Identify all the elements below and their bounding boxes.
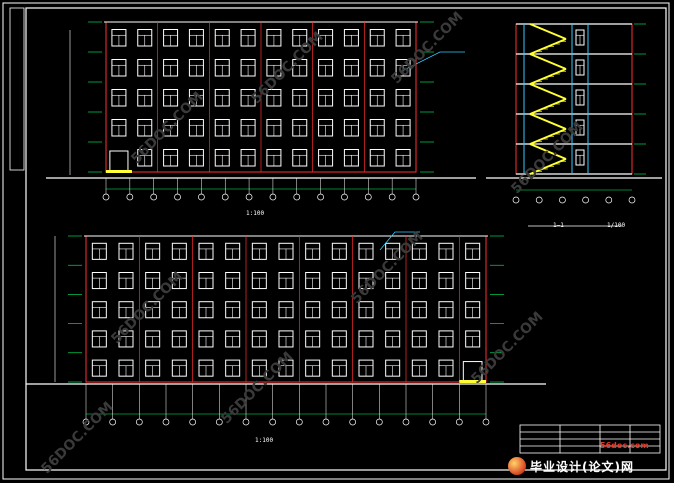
stair-flight — [529, 53, 567, 70]
window — [198, 242, 214, 260]
axis-bubble — [245, 193, 253, 201]
axis-bubble — [402, 418, 410, 426]
axis-bubble — [628, 196, 636, 204]
axis-bubble — [293, 193, 301, 201]
axis-bubble — [322, 418, 330, 426]
axis-bubble — [412, 193, 420, 201]
axis-bubble — [605, 196, 613, 204]
axis-bubble — [242, 418, 250, 426]
axis-bubble — [215, 418, 223, 426]
section-outline — [515, 23, 633, 175]
leader-line — [399, 51, 465, 73]
entrance-step — [105, 170, 132, 173]
front-elevation-scale: 1:100 — [246, 210, 265, 217]
entrance-door — [109, 150, 129, 173]
stair-flight — [529, 113, 567, 130]
window — [438, 242, 454, 260]
axis-bubble — [349, 418, 357, 426]
entrance-door — [462, 361, 483, 383]
window — [305, 242, 321, 260]
axis-bubble — [102, 193, 110, 201]
axis-bubble — [375, 418, 383, 426]
window — [465, 242, 481, 260]
axis-bubble — [269, 418, 277, 426]
window — [331, 242, 347, 260]
window — [171, 242, 187, 260]
axis-bubble — [482, 418, 490, 426]
axis-bubble — [150, 193, 158, 201]
axis-bubble — [135, 418, 143, 426]
axis-bubble — [341, 193, 348, 201]
axis-bubble — [429, 418, 437, 426]
axis-bubble — [174, 193, 181, 201]
axis-bubble — [189, 418, 197, 426]
window — [145, 242, 161, 260]
site-url: 56doc.com — [600, 441, 649, 450]
globe-icon — [508, 457, 526, 475]
window — [118, 242, 134, 260]
section-title: 1—1 — [553, 222, 564, 229]
front-elevation — [46, 21, 476, 201]
rear-elevation-scale: 1:100 — [255, 437, 274, 444]
title-block — [519, 424, 661, 454]
axis-bubble — [269, 193, 277, 201]
window — [385, 242, 401, 260]
axis-bubble — [109, 418, 117, 426]
section-1-1 — [486, 23, 662, 227]
window — [251, 242, 267, 260]
axis-bubble — [295, 418, 303, 426]
axis-bubble — [162, 418, 170, 426]
axis-bubble — [221, 193, 229, 201]
axis-bubble — [512, 196, 520, 204]
section-scale: 1/100 — [607, 222, 626, 229]
binding-strip — [9, 7, 25, 171]
axis-bubble — [559, 196, 566, 204]
axis-bubble — [82, 418, 90, 426]
window — [225, 242, 241, 260]
entrance-step — [459, 380, 486, 383]
stair-flight — [529, 83, 567, 100]
leader-line — [379, 231, 420, 251]
axis-bubble — [126, 193, 134, 201]
window — [411, 242, 427, 260]
axis-bubble — [582, 196, 589, 204]
axis-bubble — [317, 193, 324, 201]
window — [278, 242, 294, 260]
window — [91, 242, 107, 260]
rear-elevation — [26, 231, 546, 426]
axis-bubble — [388, 193, 396, 201]
axis-bubble — [198, 193, 205, 201]
stair-flight — [529, 23, 567, 40]
logo-text: 毕业设计(论文)网 — [530, 459, 634, 474]
axis-bubble — [535, 196, 543, 204]
inner-frame — [25, 7, 667, 471]
site-logo: 毕业设计(论文)网 — [508, 452, 672, 480]
stair-flight — [529, 143, 567, 160]
axis-bubble — [364, 193, 372, 201]
window — [358, 242, 374, 260]
axis-bubble — [455, 418, 463, 426]
